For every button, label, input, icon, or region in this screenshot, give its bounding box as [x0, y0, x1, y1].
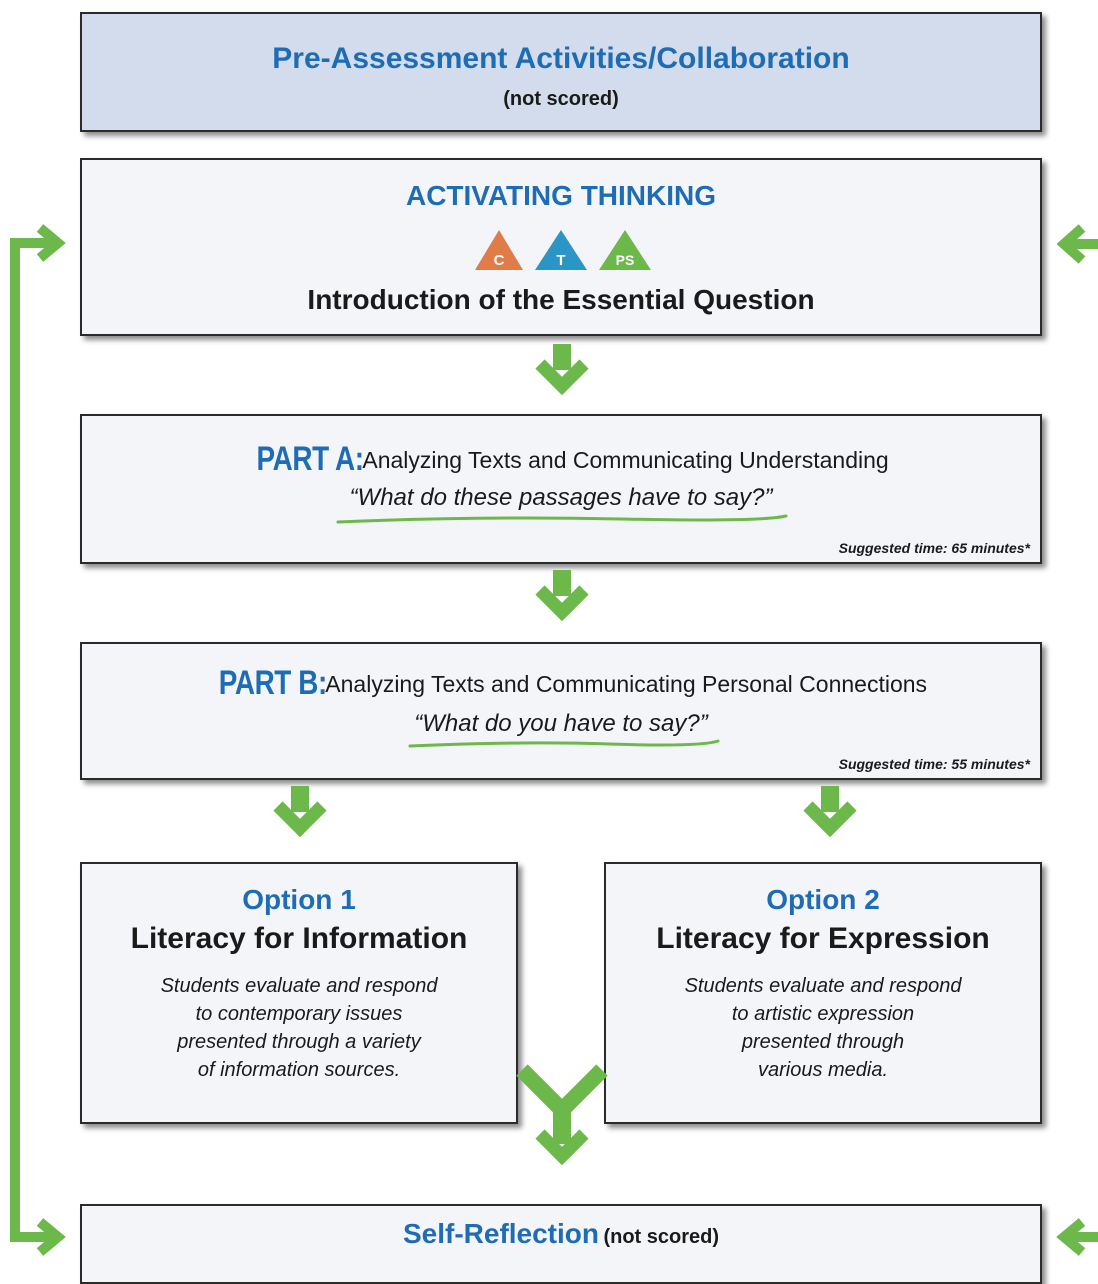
pre-assessment-note: (not scored): [503, 88, 619, 110]
part-a-tag: PART A:: [256, 440, 364, 478]
part-b-tag: PART B:: [218, 664, 328, 702]
part-b-box: PART B: Analyzing Texts and Communicatin…: [80, 642, 1042, 780]
part-a-heading: PART A: Analyzing Texts and Communicatin…: [82, 440, 1040, 479]
part-a-box: PART A: Analyzing Texts and Communicatin…: [80, 414, 1042, 564]
arrow-left-icon: [1056, 1218, 1098, 1256]
part-a-time: Suggested time: 65 minutes*: [838, 540, 1030, 556]
activating-thinking-box: ACTIVATING THINKING C T PS Introduction …: [80, 158, 1042, 336]
option-1-desc-line: of information sources.: [197, 1059, 401, 1081]
badge-t-label: T: [556, 252, 565, 269]
badge-ps-icon: PS: [599, 230, 651, 270]
arrow-down-icon: [540, 570, 584, 612]
self-reflection-heading: Self-Reflection (not scored): [82, 1218, 1040, 1250]
option-1-desc-line: to contemporary issues: [195, 1003, 403, 1025]
part-a-title: Analyzing Texts and Communicating Unders…: [362, 447, 889, 473]
arrow-down-icon: [540, 344, 584, 386]
option-1-title: Literacy for Information: [130, 922, 468, 955]
option-2-description: Students evaluate and respond to artisti…: [606, 972, 1040, 1084]
option-2-label: Option 2: [766, 884, 880, 915]
self-reflection-box: Self-Reflection (not scored): [80, 1204, 1042, 1284]
pre-assessment-box: Pre-Assessment Activities/Collaboration …: [80, 12, 1042, 132]
essential-question-title: Introduction of the Essential Question: [307, 284, 815, 315]
option-2-desc-line: Students evaluate and respond: [684, 975, 962, 997]
feedback-loop-left: [10, 224, 66, 1256]
part-b-question: “What do you have to say?”: [414, 710, 708, 737]
option-2-desc-line: presented through: [741, 1031, 905, 1053]
self-reflection-note: (not scored): [603, 1226, 720, 1248]
merge-connector: [516, 1064, 608, 1166]
pre-assessment-title: Pre-Assessment Activities/Collaboration: [272, 42, 850, 75]
badge-ps-label: PS: [616, 252, 635, 268]
activating-thinking-title: ACTIVATING THINKING: [405, 180, 717, 211]
arrow-down-icon: [278, 786, 322, 828]
part-b-title: Analyzing Texts and Communicating Person…: [325, 671, 928, 697]
option-2-desc-line: to artistic expression: [731, 1003, 915, 1025]
option-1-description: Students evaluate and respond to contemp…: [82, 972, 516, 1084]
option-1-desc-line: Students evaluate and respond: [160, 975, 438, 997]
option-1-label: Option 1: [242, 884, 356, 915]
arrow-left-icon: [1056, 224, 1098, 264]
part-b-heading: PART B: Analyzing Texts and Communicatin…: [82, 664, 1040, 703]
self-reflection-title: Self-Reflection: [402, 1218, 599, 1249]
option-2-title: Literacy for Expression: [656, 922, 990, 955]
part-a-question: “What do these passages have to say?”: [349, 484, 773, 511]
badge-c-icon: C: [475, 230, 523, 270]
part-b-time: Suggested time: 55 minutes*: [838, 756, 1030, 772]
skill-badges: C T PS: [475, 230, 651, 270]
option-2-box: Option 2 Literacy for Expression Student…: [604, 862, 1042, 1124]
badge-c-label: C: [494, 252, 505, 269]
option-2-desc-line: various media.: [757, 1059, 889, 1081]
badge-t-icon: T: [535, 230, 587, 270]
option-1-box: Option 1 Literacy for Information Studen…: [80, 862, 518, 1124]
option-1-desc-line: presented through a variety: [177, 1031, 421, 1053]
arrow-down-icon: [808, 786, 852, 828]
